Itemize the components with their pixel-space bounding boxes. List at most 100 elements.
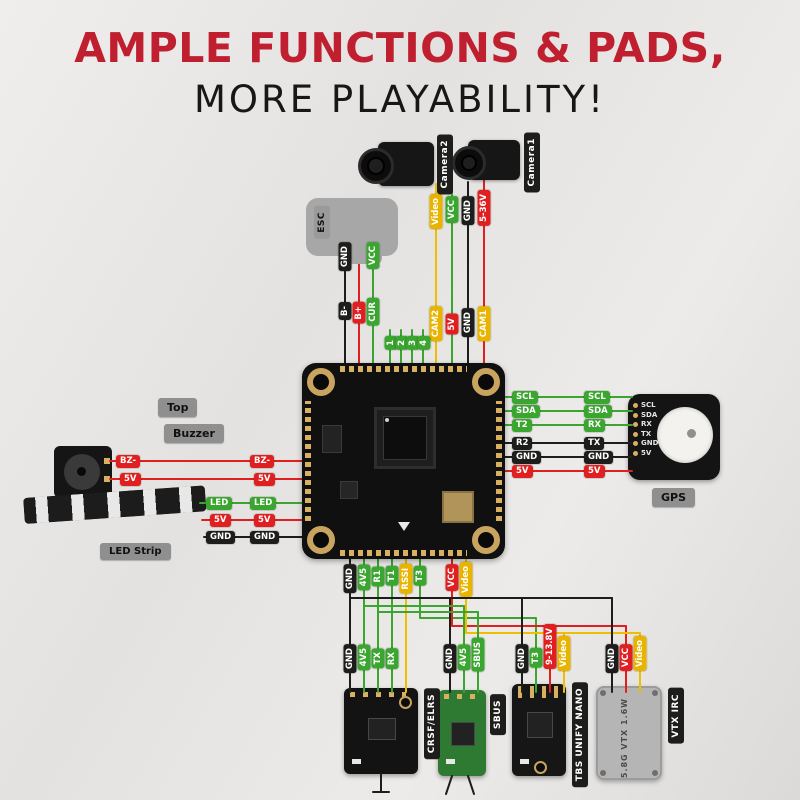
pad-label-gnd: GND [206,531,236,544]
pad-label-tx: TX [584,437,605,450]
camera-lens-icon [452,146,486,180]
headline-primary: AMPLE FUNCTIONS & PADS, [74,24,726,72]
buzzer-disc-icon [64,454,100,490]
buzzer-pad-icon [104,476,110,482]
screw-hole-icon [652,690,658,696]
pad-label-b-: B- [339,302,352,321]
pad-label-5v: 5V [584,465,605,478]
solder-pads-icon [305,401,311,521]
pad-label-video: Video [460,562,473,598]
pad-label-vcc: VCC [367,242,380,270]
solder-pads-icon [350,692,406,697]
pad-label-b+: B+ [353,302,366,324]
gps-pad-icon [633,403,638,408]
gps-pin-scl: SCL [633,402,658,409]
pad-label-4v5: 4V5 [458,644,471,671]
vtx-irc-label: VTX IRC [668,688,684,744]
pad-label-gnd: GND [516,644,529,674]
gps-pin-sda: SDA [633,411,658,419]
camera2-label: Camera2 [437,134,453,195]
pad-label-led: LED [250,497,277,510]
camera1-label: Camera1 [524,132,540,193]
ufl-connector-icon [534,761,547,774]
pad-label-gnd: GND [339,242,352,272]
pad-label-5v: 5V [254,514,275,527]
pad-label-4: 4 [418,336,431,350]
chip-icon [340,481,358,499]
buzzer-device [54,446,112,498]
ufl-connector-icon [399,696,412,709]
pad-label-t1: T1 [386,566,399,586]
pad-label-5v: 5V [512,465,533,478]
solder-pads-icon [444,694,478,699]
gps-label: GPS [652,488,696,507]
flight-controller-board [302,363,505,559]
pad-label-gnd: GND [462,308,475,338]
pad-label-5v: 5V [210,514,231,527]
pad-label-cam2: CAM2 [430,306,443,342]
gps-pad-icon [633,450,638,456]
pad-label-bz-: BZ- [116,455,141,468]
pad-label-gnd: GND [344,644,357,674]
pad-label-tx: TX [372,648,385,669]
esc-label: ESC [314,206,330,239]
pad-label-sda: SDA [584,405,612,418]
pad-label-bz-: BZ- [250,455,275,468]
pad-label-rx: RX [386,648,399,670]
mount-hole-icon [307,368,335,396]
pad-label-rssi: RSSI [400,564,413,594]
pad-label-5v: 5V [254,473,275,486]
mcu-chip-icon [374,407,436,469]
gps-pad-icon [633,422,638,427]
crsf-elrs-receiver [344,688,418,774]
headline-block: AMPLE FUNCTIONS & PADS, MORE PLAYABILITY… [0,24,800,121]
pad-label-sda: SDA [512,405,540,418]
solder-pads-icon [496,401,502,521]
pad-label-vcc: VCC [446,564,459,592]
pad-label-scl: SCL [512,391,538,404]
tbs-unify-nano-module [512,684,566,776]
screw-hole-icon [600,690,606,696]
pad-label-led: LED [206,497,233,510]
gps-pin-tx: TX [633,430,658,438]
crsf-elrs-label: CRSF/ELRS [424,688,440,760]
gps-pad-icon [633,412,638,418]
pad-label-t2: T2 [512,419,532,432]
mount-hole-icon [472,368,500,396]
pad-label-gnd: GND [444,644,457,674]
vtx-irc-module: 5.8G VTX 1.6W [596,686,662,780]
pad-label-gnd: GND [344,564,357,594]
pad-label-sbus: SBUS [472,638,485,672]
solder-pads-icon [340,550,467,556]
pad-label-vcc: VCC [620,644,633,672]
gps-antenna-icon [657,407,713,463]
rf-chip-icon [368,718,396,740]
baro-shield-icon [442,491,474,523]
top-label: Top [158,398,198,417]
status-led-icon [520,759,529,764]
mount-hole-icon [472,526,500,554]
pad-label-5v: 5V [120,473,141,486]
pad-label-9-13.8v: 9-13.8V [544,624,557,669]
rf-chip-icon [451,722,475,746]
chip-icon [322,425,342,453]
gps-pin-rx: RX [633,421,658,428]
status-led-icon [352,759,361,764]
pad-label-r1: R1 [372,566,385,587]
pad-label-cur: CUR [367,298,380,326]
screw-hole-icon [652,770,658,776]
silkscreen-arrow-icon [398,522,410,531]
pad-label-video: Video [634,636,647,672]
pad-label-gnd: GND [250,531,280,544]
pad-label-r2: R2 [512,437,533,450]
buzzer-pad-icon [104,458,110,464]
vtx-chip-icon [527,712,553,738]
gps-pin-gnd: GND [633,440,658,447]
buzzer-label: Buzzer [164,424,224,443]
pad-label-gnd: GND [512,451,542,464]
pad-label-scl: SCL [584,391,610,404]
solder-pads-icon [340,366,467,372]
